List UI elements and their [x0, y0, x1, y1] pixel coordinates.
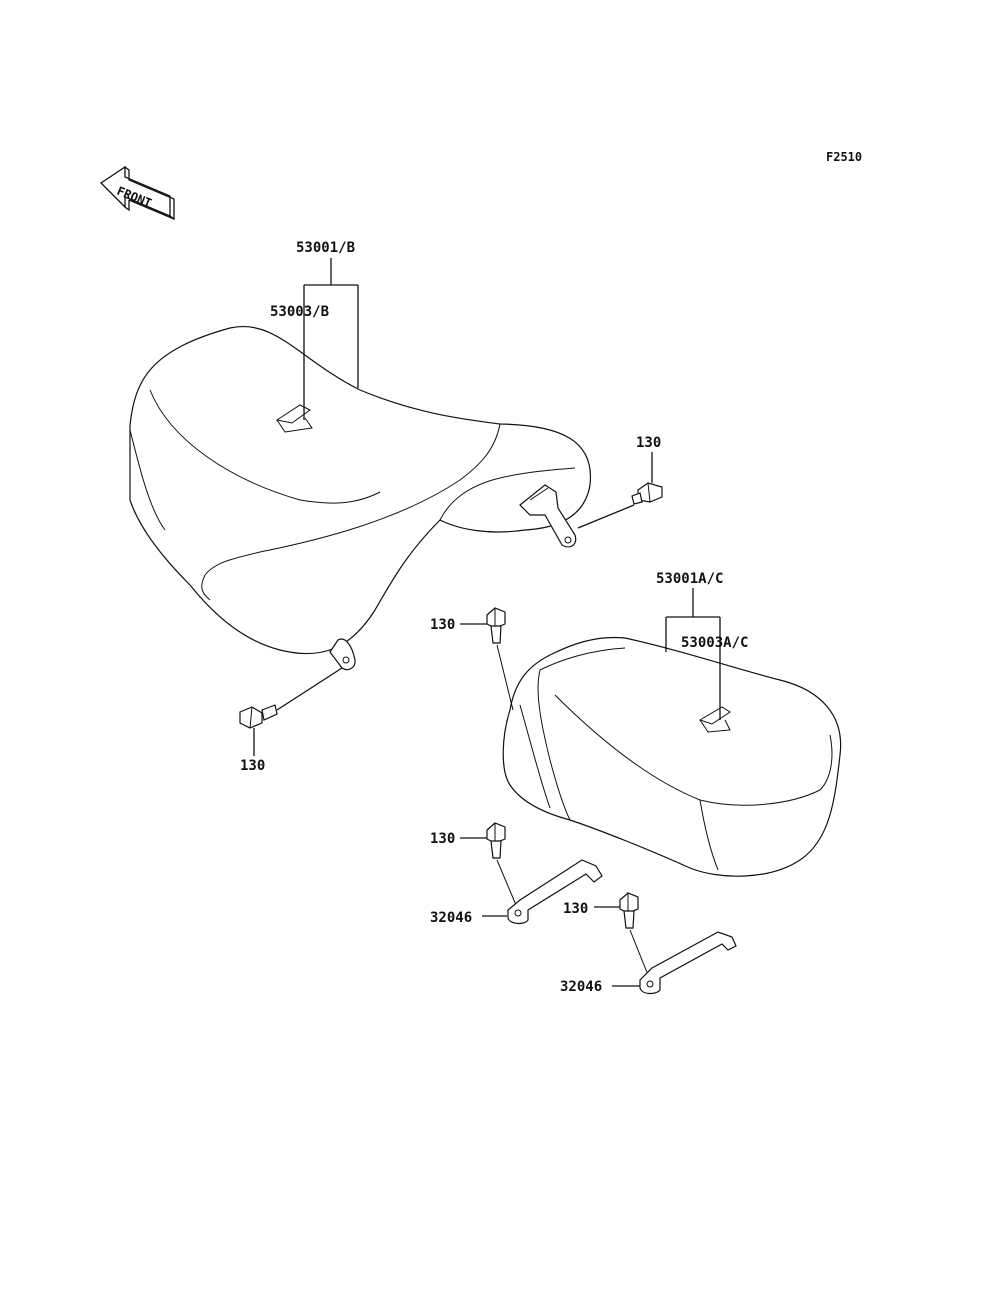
leader-line	[577, 452, 653, 529]
leader-line	[253, 667, 343, 756]
callout-130-front-rear: 130	[636, 435, 661, 451]
front-seat	[129, 325, 592, 671]
diagram-code: F2510	[826, 150, 862, 164]
bolt-icon	[631, 482, 663, 505]
front-arrow-icon: FRONT	[99, 165, 175, 221]
callout-53001b: 53001/B	[296, 240, 355, 256]
callout-32046-right: 32046	[560, 979, 602, 995]
callout-32046-left: 32046	[430, 910, 472, 926]
callout-130-bracket-right: 130	[563, 901, 588, 917]
bolt-icon	[239, 704, 278, 729]
callout-130-bracket-left: 130	[430, 831, 455, 847]
callout-53003ac: 53003A/C	[681, 635, 748, 651]
bolt-icon	[486, 822, 506, 859]
bracket-right	[639, 931, 737, 995]
bracket-left	[507, 859, 603, 925]
callout-53003b: 53003/B	[270, 304, 329, 320]
callout-130-rear-top: 130	[430, 617, 455, 633]
callout-130-front-bottom: 130	[240, 758, 265, 774]
callout-53001ac-leader	[665, 588, 721, 720]
leader-line	[496, 859, 517, 906]
rear-seat	[502, 636, 842, 877]
callout-53001ac: 53001A/C	[656, 571, 723, 587]
bolt-icon	[486, 607, 506, 644]
leader-line	[496, 644, 514, 711]
callout-53001b-leader	[303, 258, 359, 420]
leader-line	[629, 929, 649, 976]
bolt-icon	[619, 892, 639, 929]
